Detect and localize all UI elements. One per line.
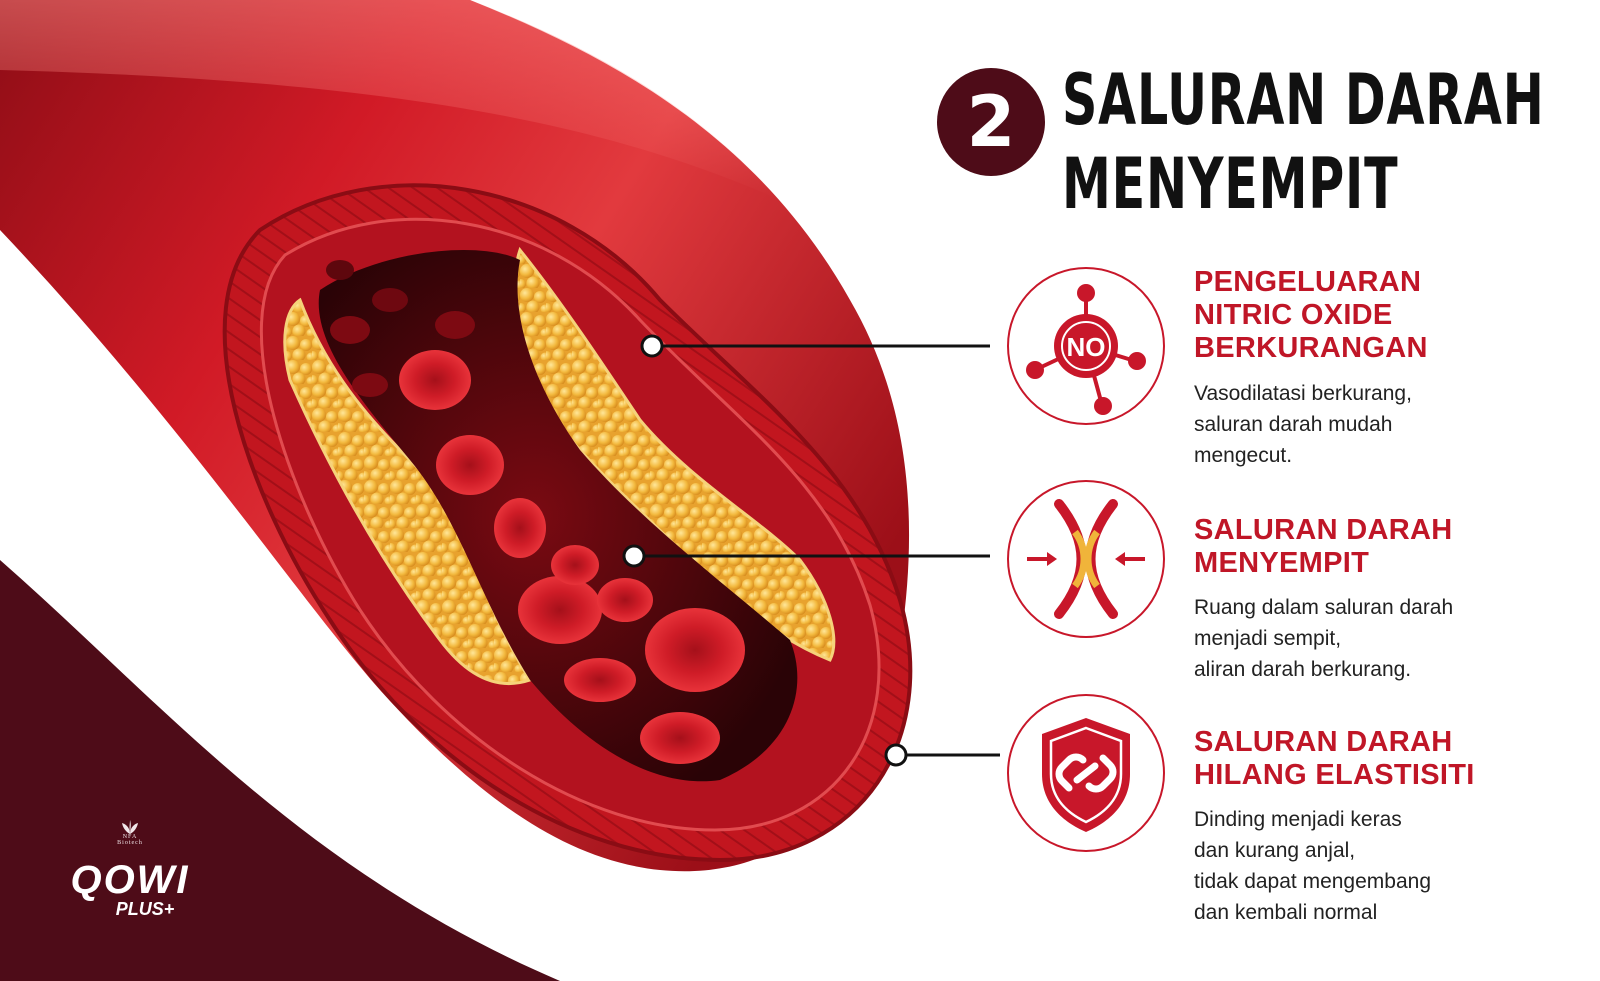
- feature-1-heading-line: PENGELUARAN: [1194, 266, 1422, 298]
- feature-3-heading-line: SALURAN DARAH: [1194, 726, 1453, 758]
- feature-3-description: Dinding menjadi keras dan kurang anjal, …: [1194, 804, 1594, 928]
- feature-2-desc-line: menjadi sempit,: [1194, 627, 1342, 650]
- feature-1-heading-line: BERKURANGAN: [1194, 332, 1428, 364]
- feature-1-heading-line: NITRIC OXIDE: [1194, 299, 1393, 331]
- red-blood-cells: [326, 260, 745, 764]
- section-number-badge: 2: [937, 68, 1045, 176]
- feature-3-desc-line: Dinding menjadi keras: [1194, 808, 1402, 831]
- callout-lines: [622, 334, 1000, 767]
- leaf-icon: [122, 820, 138, 834]
- feature-2-heading: SALURAN DARAH MENYEMPIT: [1194, 514, 1594, 580]
- title-line-1: SALURAN DARAH: [1062, 59, 1545, 141]
- page-title: SALURAN DARAH MENYEMPIT: [1062, 58, 1545, 226]
- feature-2-desc-line: Ruang dalam saluran darah: [1194, 596, 1454, 619]
- feature-3-desc-line: dan kembali normal: [1194, 901, 1378, 924]
- narrowing-vessel-icon: [1007, 480, 1165, 638]
- feature-3-heading: SALURAN DARAH HILANG ELASTISITI: [1194, 726, 1594, 792]
- brand-suffix: PLUS+: [115, 899, 175, 919]
- feature-1-desc-line: saluran darah mudah: [1194, 413, 1393, 436]
- brand-company: NFA: [122, 834, 138, 840]
- brand-company-sub: Biotech: [117, 840, 143, 846]
- feature-1-description: Vasodilatasi berkurang, saluran darah mu…: [1194, 378, 1594, 471]
- feature-1-desc-line: Vasodilatasi berkurang,: [1194, 382, 1412, 405]
- brand-logo: NFA Biotech QOWI PLUS+: [60, 820, 200, 918]
- no-label: NO: [1067, 332, 1106, 362]
- title-line-2: MENYEMPIT: [1062, 143, 1399, 225]
- feature-1-desc-line: mengecut.: [1194, 444, 1293, 467]
- feature-2-heading-line: MENYEMPIT: [1194, 547, 1370, 579]
- feature-2-desc-line: aliran darah berkurang.: [1194, 658, 1412, 681]
- feature-1-heading: PENGELUARAN NITRIC OXIDE BERKURANGAN: [1194, 266, 1594, 365]
- nitric-oxide-molecule-icon: NO: [1007, 267, 1165, 425]
- feature-2-description: Ruang dalam saluran darah menjadi sempit…: [1194, 592, 1594, 685]
- shield-broken-link-icon: [1007, 694, 1165, 852]
- feature-3-desc-line: dan kurang anjal,: [1194, 839, 1356, 862]
- feature-2-heading-line: SALURAN DARAH: [1194, 514, 1453, 546]
- feature-3-heading-line: HILANG ELASTISITI: [1194, 759, 1475, 791]
- brand-name: QOWI: [70, 858, 190, 902]
- feature-3-desc-line: tidak dapat mengembang: [1194, 870, 1431, 893]
